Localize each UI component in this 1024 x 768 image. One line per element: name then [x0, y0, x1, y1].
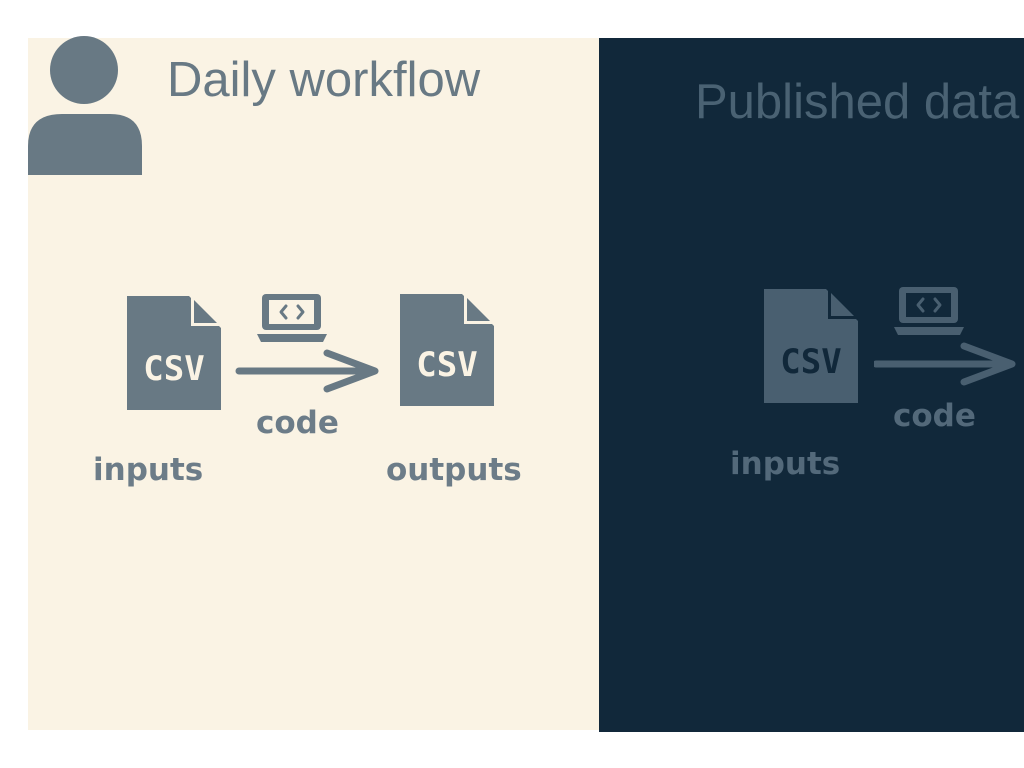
inputs-label: inputs [730, 446, 841, 482]
daily-workflow-title: Daily workflow [167, 53, 481, 107]
code-label: code [893, 398, 976, 434]
laptop-code-icon [894, 287, 964, 335]
code-label: code [256, 405, 339, 441]
arrow-right-icon [874, 342, 1016, 386]
inputs-label: inputs [93, 452, 204, 488]
csv-file-text: CSV [416, 345, 477, 385]
csv-file-icon: CSV [127, 296, 221, 410]
csv-file-text: CSV [143, 349, 204, 389]
published-data-title: Published data [695, 75, 1020, 129]
laptop-code-icon [257, 294, 327, 342]
csv-file-text: CSV [780, 342, 841, 382]
user-icon [28, 36, 142, 175]
outputs-label: outputs [386, 452, 522, 488]
csv-file-icon: CSV [400, 294, 494, 406]
arrow-right-icon [235, 349, 379, 393]
csv-file-icon: CSV [764, 289, 858, 403]
